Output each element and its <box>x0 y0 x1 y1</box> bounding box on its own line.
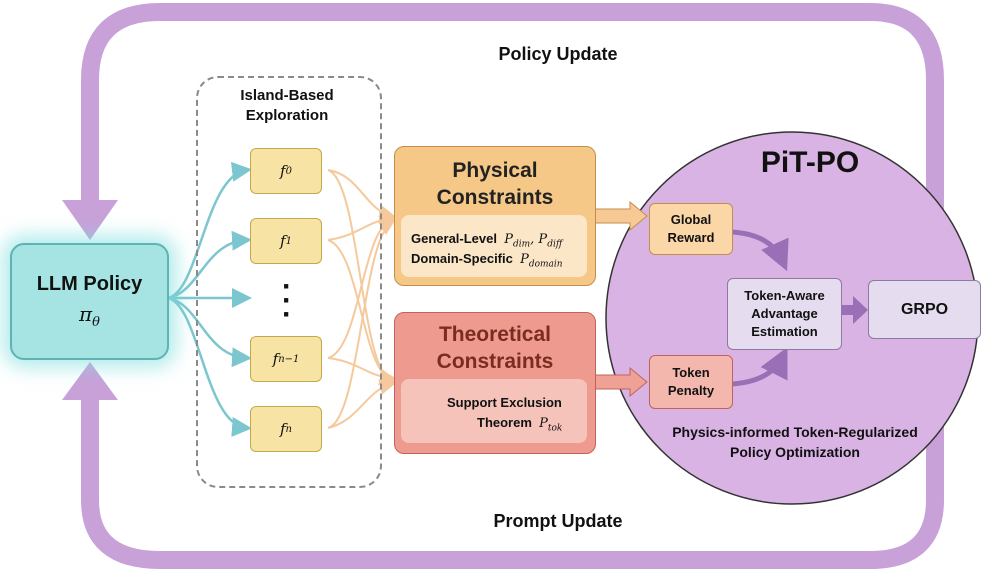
theorem-row: Theorem Ptok <box>477 415 563 434</box>
island-exploration-title: Island-Based Exploration <box>240 87 334 124</box>
global-reward-box: Global Reward <box>649 203 733 255</box>
llm-policy-symbol: πθ <box>79 302 100 330</box>
physical-constraints-title: Physical Constraints <box>436 159 554 209</box>
pitpo-title: PiT-PO <box>760 146 860 179</box>
physical-constraints-box: Physical Constraints General-Level Pdim,… <box>394 146 596 286</box>
physical-constraints-detail: General-Level Pdim, Pdiff Domain-Specifi… <box>401 215 587 277</box>
grpo-box: GRPO <box>868 280 981 339</box>
support-exclusion-label: Support Exclusion <box>447 395 562 410</box>
token-penalty-box: Token Penalty <box>649 355 733 409</box>
policy-update-arrowhead <box>62 200 118 240</box>
theoretical-constraints-detail: Support Exclusion Theorem Ptok <box>401 379 587 443</box>
update-loop <box>62 3 944 569</box>
llm-policy-box: LLM Policy πθ <box>10 243 169 360</box>
purple-arrows <box>731 229 789 387</box>
domain-specific-row: Domain-Specific Pdomain <box>411 251 563 270</box>
theoretical-constraints-box: Theoretical Constraints Support Exclusio… <box>394 312 596 454</box>
token-aware-advantage-box: Token-Aware Advantage Estimation <box>727 278 842 350</box>
policy-update-label: Policy Update <box>498 44 618 64</box>
prompt-update-arrowhead <box>62 362 118 400</box>
island-exploration-box <box>196 76 382 488</box>
llm-policy-title: LLM Policy <box>36 273 143 295</box>
tokenaware-to-grpo-arrow <box>840 296 868 324</box>
island-node-ellipsis: ··· <box>282 270 292 331</box>
theoretical-to-penalty-arrow <box>594 366 648 398</box>
physical-to-reward-arrow <box>594 200 648 232</box>
pitpo-subtitle: Physics-informed Token-Regularized Polic… <box>672 424 918 460</box>
prompt-update-label: Prompt Update <box>493 511 623 531</box>
theoretical-constraints-title: Theoretical Constraints <box>436 323 554 373</box>
general-level-row: General-Level Pdim, Pdiff <box>411 231 563 250</box>
teal-arrows <box>167 161 252 437</box>
